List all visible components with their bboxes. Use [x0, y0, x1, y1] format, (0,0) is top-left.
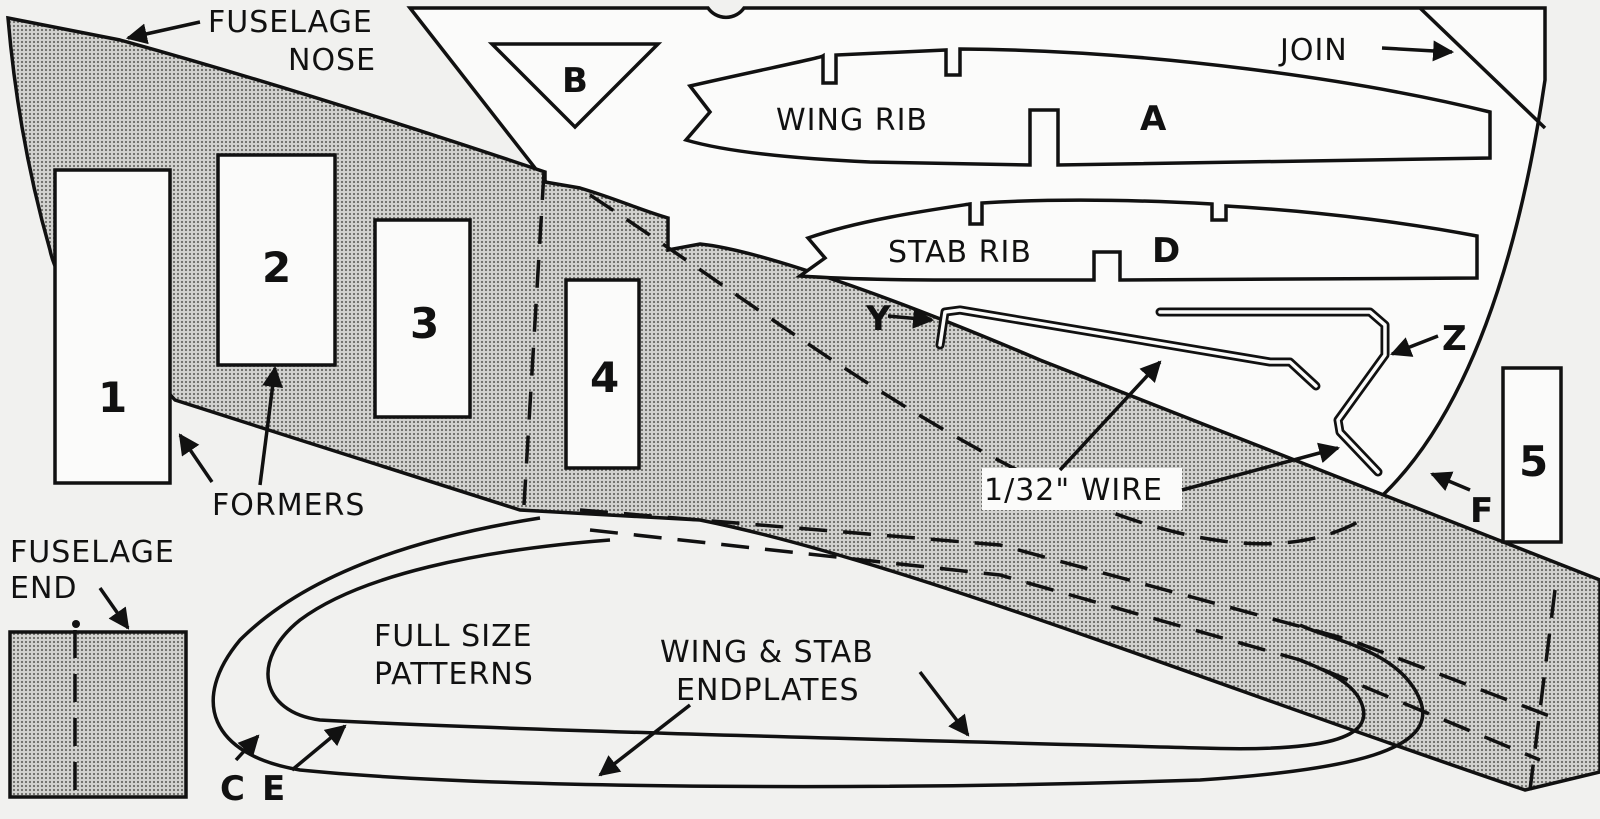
fuselage-nose-arrow [125, 20, 201, 45]
formers-label: FORMERS [212, 488, 365, 523]
full-size-label-1: FULL SIZE [374, 619, 533, 654]
wire-label: 1/32" WIRE [984, 473, 1163, 508]
endplates-label-1: WING & STAB [660, 635, 874, 670]
wing-rib-label: WING RIB [776, 103, 928, 138]
fuselage-nose-label-2: NOSE [288, 43, 376, 78]
letter-e: E [262, 769, 285, 809]
fold-line-5 [589, 528, 1541, 762]
join-arrow [1381, 40, 1455, 62]
letter-c: C [220, 769, 245, 809]
letter-d: D [1152, 231, 1180, 271]
letter-z: Z [1442, 319, 1467, 359]
e-arrow [290, 724, 347, 772]
letter-y: Y [865, 299, 891, 339]
fuselage-end-label-2: END [10, 571, 78, 606]
fuselage-end-label-1: FUSELAGE [10, 535, 175, 570]
formers-arrow-1 [178, 433, 214, 483]
former-2-number: 2 [262, 243, 291, 292]
wire-label-box [982, 468, 1182, 510]
former-2 [216, 153, 337, 367]
y-arrow [887, 307, 935, 329]
fold-line-4 [579, 508, 1561, 722]
former-3-number: 3 [410, 299, 439, 348]
former-1-number: 1 [98, 373, 127, 422]
endplates-arrow-1 [598, 703, 692, 777]
fuselage-nose-label-1: FUSELAGE [208, 5, 373, 40]
former-5-number: 5 [1519, 437, 1548, 486]
fuselage-end-part [8, 630, 188, 799]
c-arrow [234, 734, 260, 762]
f-arrow [1430, 471, 1471, 492]
endplate-e [266, 538, 1366, 751]
z-arrow [1390, 334, 1439, 357]
fuselage-end-arrow [98, 586, 130, 630]
fold-line-3 [589, 193, 1371, 546]
triangle-b [487, 42, 663, 130]
endplate-c [211, 516, 1425, 789]
formers-arrow-2 [258, 365, 284, 486]
stab-rib-d [795, 198, 1479, 282]
stab-rib-label: STAB RIB [888, 235, 1032, 270]
letter-f: F [1470, 491, 1493, 531]
endplates-arrow-2 [918, 670, 970, 737]
fuselage-end-hole [72, 620, 80, 628]
letter-a: A [1140, 99, 1167, 139]
former-1 [53, 168, 172, 485]
letter-b: B [562, 61, 588, 101]
endplates-label-2: ENDPLATES [676, 673, 860, 708]
former-3 [373, 218, 472, 419]
full-size-label-2: PATTERNS [374, 657, 534, 692]
wing-rib-a [682, 47, 1492, 167]
wire-arrow-z [1181, 442, 1341, 492]
former-4 [564, 278, 641, 470]
wire-arrow-y [1058, 360, 1162, 472]
fold-line-6 [1528, 589, 1557, 791]
former-5 [1501, 366, 1563, 544]
join-line [1418, 6, 1547, 130]
former-4-number: 4 [590, 353, 619, 402]
join-label: JOIN [1278, 33, 1348, 68]
fold-line-2 [522, 171, 546, 506]
